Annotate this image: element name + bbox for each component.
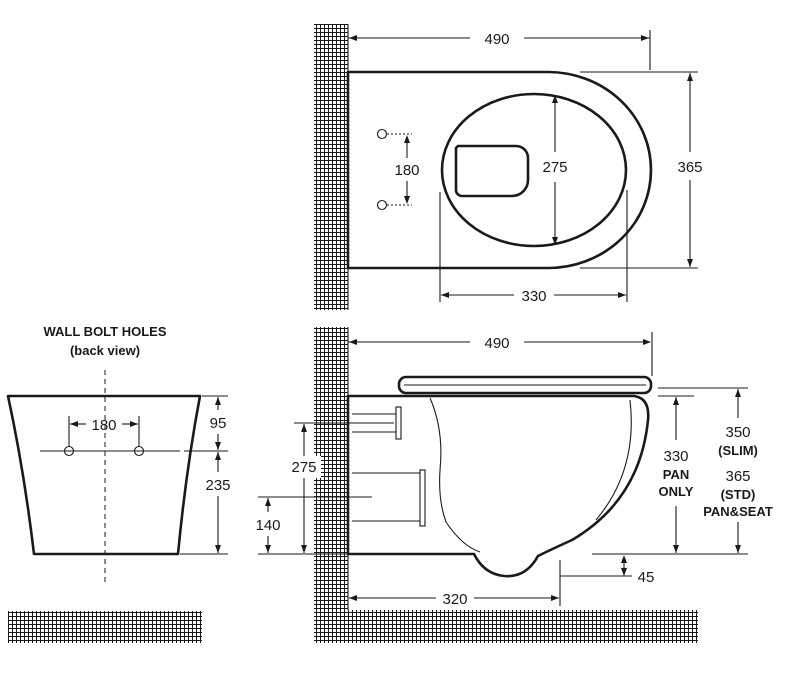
- side-std-height-label: 365: [725, 468, 750, 485]
- top-pan-outline: [346, 70, 653, 270]
- top-width-label: 490: [484, 31, 509, 48]
- top-depth-label: 365: [677, 159, 702, 176]
- back-floor-hatch: [8, 611, 202, 643]
- top-view: 180 490 365 275 330: [314, 24, 703, 310]
- side-bowl-inner: [429, 397, 481, 553]
- side-outlet-height-label: 140: [255, 517, 280, 534]
- top-bolt-hole-lower: [376, 199, 388, 211]
- side-wall-hatch: [314, 327, 348, 643]
- back-view-title: WALL BOLT HOLES: [43, 324, 166, 339]
- back-bolt-spacing-label: 180: [91, 417, 116, 434]
- top-inner-depth-label: 275: [542, 159, 567, 176]
- side-outlet-distance-label: 320: [442, 591, 467, 608]
- top-hinge-cover: [454, 144, 530, 198]
- side-pan-seat-caption: PAN&SEAT: [703, 504, 773, 519]
- top-seat-width-label: 330: [521, 288, 546, 305]
- back-bottom-dim-label: 235: [205, 477, 230, 494]
- side-slim-caption: (SLIM): [718, 443, 758, 458]
- back-view-subtitle: (back view): [70, 343, 140, 358]
- side-inlet-connector: [395, 406, 402, 440]
- top-bolt-hole-upper: [376, 128, 388, 140]
- back-top-dim-label: 95: [210, 415, 227, 432]
- side-seat-lid: [397, 375, 653, 395]
- back-bolt-hole-right: [133, 445, 145, 457]
- back-bolt-hole-left: [63, 445, 75, 457]
- side-pan-height-label: 330: [663, 448, 688, 465]
- back-view: WALL BOLT HOLES (back view) 180 95 235: [6, 324, 231, 643]
- side-view: 490 275 140 330 PAN ONLY 350 (SLIM) 365: [255, 327, 773, 643]
- top-seat-outline: [440, 92, 628, 248]
- back-pan-outline: [6, 394, 202, 556]
- side-inlet-height-label: 275: [291, 459, 316, 476]
- side-pan-only-line1: PAN: [663, 467, 689, 482]
- side-outlet-connector: [419, 469, 426, 527]
- top-bolt-spacing-label: 180: [394, 162, 419, 179]
- side-width-label: 490: [484, 335, 509, 352]
- side-std-caption: (STD): [721, 487, 756, 502]
- side-pan-only-line2: ONLY: [659, 484, 694, 499]
- top-wall-hatch: [314, 24, 348, 310]
- side-bottom-gap-label: 45: [638, 569, 655, 586]
- side-slim-height-label: 350: [725, 424, 750, 441]
- side-pan-outline: [346, 394, 650, 578]
- side-floor-hatch: [314, 610, 698, 643]
